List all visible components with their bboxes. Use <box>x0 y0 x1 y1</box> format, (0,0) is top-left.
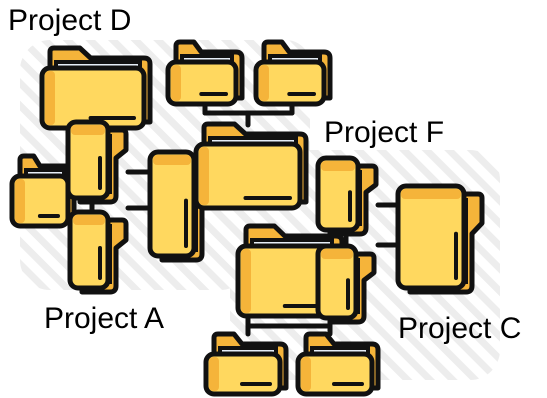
folder-icon <box>315 243 377 325</box>
folder-icon <box>65 119 129 205</box>
folder-icon <box>9 153 77 229</box>
folder-icon <box>67 209 129 295</box>
label-project-c: Project C <box>398 312 522 345</box>
folder-icon <box>203 331 289 397</box>
folder-icon <box>165 39 245 107</box>
folder-icon <box>39 45 153 131</box>
folders <box>9 39 485 397</box>
label-project-a: Project A <box>44 302 165 335</box>
folder-icon <box>253 39 333 107</box>
folder-icon <box>295 331 381 397</box>
folder-icon <box>395 183 485 295</box>
folder-icon <box>235 223 345 319</box>
label-project-d: Project D <box>8 4 132 37</box>
folder-icon <box>147 149 215 263</box>
folder-icon <box>315 155 379 237</box>
folder-icon <box>193 121 309 211</box>
label-project-f: Project F <box>324 116 445 149</box>
